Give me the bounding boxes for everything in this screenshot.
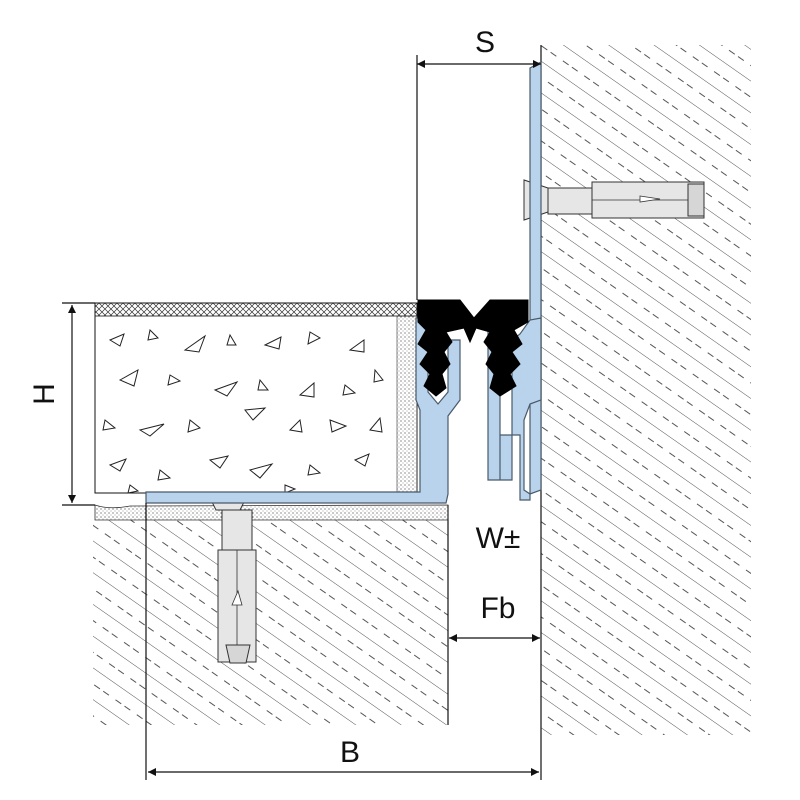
dimension-label-h: H <box>28 383 61 405</box>
floor-base-plate <box>145 317 461 504</box>
screed-layer <box>94 302 418 494</box>
dimension-label-s: S <box>475 26 495 59</box>
floor-substrate <box>93 505 449 725</box>
wall-profile <box>529 60 542 495</box>
dimension-label-b: B <box>340 736 360 769</box>
seal-insert <box>417 299 529 397</box>
bedding-layer <box>94 504 449 521</box>
wall-substrate <box>540 45 751 735</box>
dimension-label-w: W± <box>476 522 521 555</box>
dimension-label-fb: Fb <box>480 592 515 625</box>
right-joint-profile <box>487 317 542 501</box>
dimension-lines <box>62 55 542 780</box>
